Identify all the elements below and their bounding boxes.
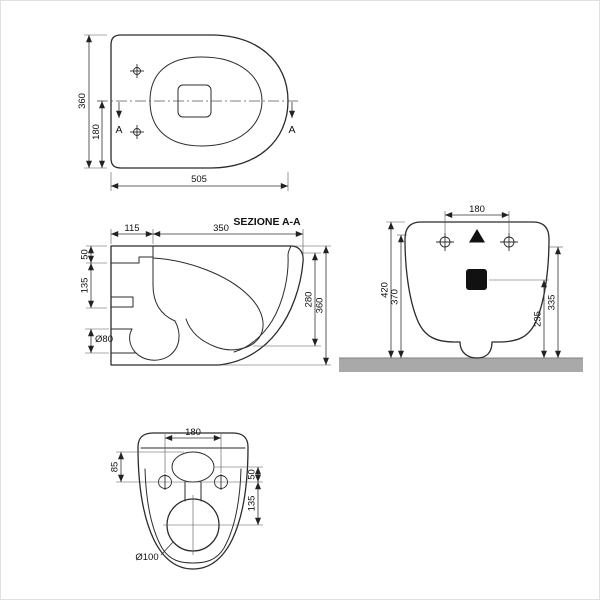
top-view: A A 360 180 505 bbox=[77, 34, 299, 191]
dim-outlet-label: Ø100 bbox=[135, 541, 174, 563]
dim-rim-drop: 50 bbox=[80, 245, 107, 264]
bowl-outline bbox=[110, 34, 289, 169]
dim-label: 350 bbox=[213, 223, 229, 234]
dim-half-width: 180 bbox=[91, 100, 105, 169]
dim-label: Ø80 bbox=[95, 334, 113, 345]
bracket-detail bbox=[110, 256, 154, 264]
dim-label: 135 bbox=[247, 496, 258, 512]
water-inlet-marker bbox=[469, 229, 485, 243]
dim-label: 235 bbox=[533, 311, 544, 327]
fixing-hole-marker bbox=[436, 233, 454, 251]
dim-back-offset: 85 bbox=[110, 451, 263, 483]
dim-outlet-diameter: Ø80 bbox=[85, 328, 113, 354]
rim-front-inner bbox=[233, 245, 292, 353]
dim-inlet-height: 370 bbox=[390, 234, 407, 359]
section-letter: A bbox=[115, 124, 122, 136]
floor-band bbox=[339, 358, 583, 372]
dim-side-bottom: 135 bbox=[223, 481, 263, 526]
dim-back-height: 135 bbox=[80, 262, 107, 309]
dim-total-height: 360 bbox=[221, 245, 331, 366]
drain-opening bbox=[171, 451, 215, 483]
fixing-hole-marker bbox=[500, 233, 518, 251]
section-arrow-left: A bbox=[115, 102, 123, 136]
base-outline bbox=[137, 432, 249, 570]
dim-side-height: 335 bbox=[547, 246, 563, 359]
dim-label: 115 bbox=[124, 223, 139, 234]
trap bbox=[129, 320, 180, 361]
dim-total-height: 420 bbox=[380, 221, 405, 359]
back-wall bbox=[152, 257, 176, 322]
dim-label: Ø100 bbox=[135, 552, 158, 563]
dim-hole-spacing: 180 bbox=[164, 427, 222, 473]
dim-overall-width: 360 bbox=[77, 34, 107, 169]
section-letter: A bbox=[288, 124, 295, 136]
dim-label: 335 bbox=[547, 295, 558, 311]
seat-opening bbox=[149, 56, 263, 147]
fixing-hole-marker bbox=[130, 125, 144, 139]
rear-view: 180 420 370 335 235 bbox=[339, 204, 583, 372]
dim-inner-height: 280 bbox=[253, 252, 321, 347]
dim-label: 85 bbox=[110, 462, 121, 473]
dim-hole-spacing: 180 bbox=[444, 204, 510, 234]
dim-label: 180 bbox=[185, 427, 201, 438]
dim-label: 370 bbox=[390, 289, 401, 305]
dim-label: 180 bbox=[91, 124, 102, 140]
bracket-notch bbox=[110, 296, 134, 308]
dim-side-top: 50 bbox=[215, 466, 263, 483]
dim-label: 280 bbox=[304, 292, 315, 308]
dim-length: 505 bbox=[110, 172, 289, 191]
dim-label: 50 bbox=[247, 469, 258, 480]
dim-outlet-height: 235 bbox=[489, 279, 549, 359]
dim-back-depth: 115 bbox=[110, 223, 154, 244]
section-title: SEZIONE A-A bbox=[233, 216, 301, 228]
dim-label: 180 bbox=[469, 204, 485, 215]
dim-front-depth: 350 bbox=[152, 223, 304, 259]
dim-label: 50 bbox=[80, 249, 91, 260]
leader-line bbox=[160, 541, 174, 556]
dim-label: 420 bbox=[380, 282, 391, 298]
fixing-hole-marker bbox=[130, 64, 144, 78]
bottom-view: Ø100 180 85 50 135 bbox=[110, 427, 263, 570]
dim-label: 135 bbox=[80, 278, 91, 294]
dim-label: 505 bbox=[191, 174, 207, 185]
dim-label: 360 bbox=[77, 93, 88, 109]
bowl-inner-profile bbox=[152, 245, 264, 351]
section-arrow-right: A bbox=[288, 102, 296, 136]
section-profile bbox=[110, 245, 304, 366]
section-view: SEZIONE A-A 115 350 50 1 bbox=[80, 216, 331, 366]
dim-label: 360 bbox=[315, 298, 326, 314]
outlet-marker bbox=[466, 269, 487, 290]
rear-outline bbox=[404, 221, 550, 359]
